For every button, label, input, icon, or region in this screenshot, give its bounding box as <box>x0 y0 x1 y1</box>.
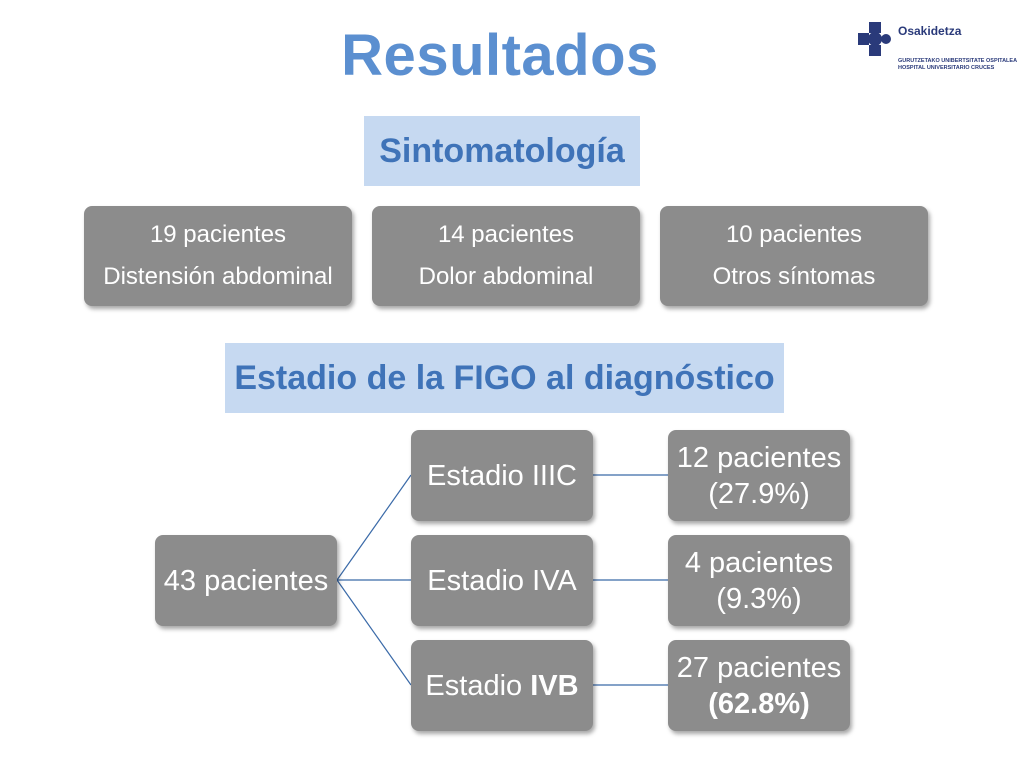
result-count: 4 pacientes <box>684 546 834 579</box>
connector-root-iiic <box>336 474 412 581</box>
result-percent: (9.3%) <box>716 582 802 615</box>
stage-label-emphasis: IVB <box>530 669 579 702</box>
stage-node: Estadio IVA <box>411 535 593 626</box>
stage-label: Estadio IVA <box>427 563 576 599</box>
logo-name: Osakidetza <box>898 24 962 38</box>
symptom-label: Dolor abdominal <box>418 263 594 290</box>
result-count: 27 pacientes <box>676 651 842 684</box>
result-percent: (62.8%) <box>708 687 810 720</box>
result-count: 12 pacientes <box>676 441 842 474</box>
result-node: 12 pacientes (27.9%) <box>668 430 850 521</box>
stage-label: Estadio IIIC <box>427 458 577 494</box>
stage-label: Estadio IVB <box>425 668 578 704</box>
symptom-card: 19 pacientes Distensión abdominal <box>84 206 352 306</box>
page-title: Resultados <box>341 23 659 88</box>
figo-heading: Estadio de la FIGO al diagnóstico <box>225 343 784 413</box>
stage-node: Estadio IVB <box>411 640 593 731</box>
root-node: 43 pacientes <box>155 535 337 626</box>
stage-label-text: Estadio <box>425 669 531 702</box>
result-node: 4 pacientes (9.3%) <box>668 535 850 626</box>
logo-subtitle-basque: GURUTZETAKO UNIBERTSITATE OSPITALEA <box>898 58 1018 64</box>
cross-logo-icon <box>858 22 891 56</box>
root-label: 43 pacientes <box>163 564 329 597</box>
symptom-count: 19 pacientes <box>149 221 287 248</box>
symptom-count: 10 pacientes <box>725 221 863 248</box>
stage-label-text: Estadio IIIC <box>427 459 577 492</box>
result-node: 27 pacientes (62.8%) <box>668 640 850 731</box>
logo-subtitle-spanish: HOSPITAL UNIVERSITARIO CRUCES <box>898 65 995 71</box>
symptoms-heading: Sintomatología <box>364 116 640 186</box>
symptom-card: 14 pacientes Dolor abdominal <box>372 206 640 306</box>
stage-node: Estadio IIIC <box>411 430 593 521</box>
symptom-card: 10 pacientes Otros síntomas <box>660 206 928 306</box>
symptom-count: 14 pacientes <box>437 221 575 248</box>
result-percent: (27.9%) <box>708 477 810 510</box>
osakidetza-logo: Osakidetza GURUTZETAKO UNIBERTSITATE OSP… <box>858 22 1018 76</box>
symptom-label: Distensión abdominal <box>103 263 333 290</box>
symptom-label: Otros síntomas <box>712 263 876 290</box>
connector-root-ivb <box>336 579 412 686</box>
stage-label-text: Estadio IVA <box>427 564 577 597</box>
